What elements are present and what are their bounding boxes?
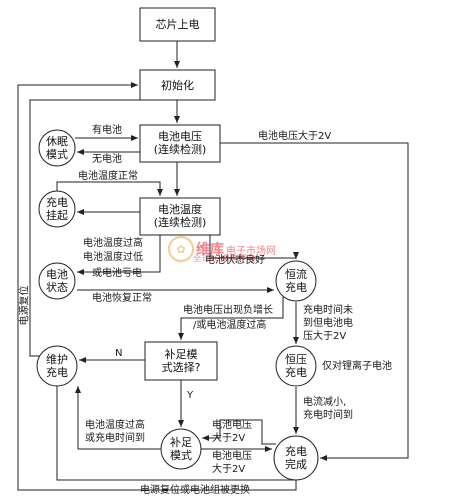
text-cc-charge: 恒流 充电 bbox=[285, 268, 307, 294]
edge-done-init bbox=[17, 82, 297, 491]
watermark: ✿ 维库 电子市场网 bbox=[168, 236, 276, 262]
text-topoff-mode: 补足 模式 bbox=[170, 436, 192, 462]
text-power-on: 芯片上电 bbox=[155, 18, 200, 31]
edge-voltage-done bbox=[220, 142, 409, 461]
watermark-sub: 全球IC采购平台 bbox=[193, 254, 257, 263]
label-battery-ok: 电池状态良好 bbox=[205, 255, 265, 266]
label-v-gt-2v-b-2: 大于2V bbox=[212, 464, 246, 475]
node-voltage-check bbox=[139, 124, 221, 163]
label-v-gt-2v-a-2: 大于2V bbox=[212, 433, 246, 444]
edge-cc-select bbox=[178, 297, 284, 340]
text-charge-done: 充电 完成 bbox=[285, 445, 307, 471]
text-init: 初始化 bbox=[161, 79, 194, 92]
label-n: N bbox=[115, 348, 123, 359]
label-has-battery: 有电池 bbox=[92, 125, 122, 136]
watermark-logo-icon: ✿ bbox=[168, 236, 194, 262]
label-reset-or-replace: 电源复位或电池组被更换 bbox=[140, 485, 250, 496]
edge-maint-init bbox=[29, 99, 150, 357]
text-sleep: 休眠 模式 bbox=[46, 135, 68, 161]
label-battery-recover: 电池恢复正常 bbox=[92, 293, 152, 304]
watermark-site: 电子市场网 bbox=[226, 245, 276, 257]
edge-temp-cc bbox=[209, 235, 299, 259]
label-time-not-reached-1: 充电时间未 bbox=[303, 305, 353, 316]
label-v-gt-2v-a-1: 电池电压 bbox=[212, 420, 252, 431]
text-maint-charge: 维护 充电 bbox=[46, 353, 68, 379]
label-time-not-reached-2: 到但电池电 bbox=[303, 318, 353, 329]
watermark-name: 维库 bbox=[196, 242, 224, 258]
label-temp-high: 电池温度过高 bbox=[83, 238, 143, 249]
node-cc-charge bbox=[275, 260, 317, 302]
edge-temp-state bbox=[77, 235, 161, 275]
label-temp-or-time-2: 或充电时间到 bbox=[85, 433, 145, 444]
label-only-li: 仅对锂离子电池 bbox=[322, 361, 392, 372]
node-power-on bbox=[139, 7, 216, 42]
edge-done-topoff-v bbox=[202, 419, 276, 445]
text-topoff-select: 补足模 式选择? bbox=[161, 348, 201, 374]
label-power-reset: 电源复位 bbox=[19, 285, 31, 326]
node-battery-state bbox=[38, 262, 76, 300]
label-time-not-reached-3: 压大于2V bbox=[303, 331, 347, 342]
label-temp-low: 电池温度过低 bbox=[83, 252, 143, 263]
node-init bbox=[139, 69, 216, 101]
text-battery-state: 电池 状态 bbox=[46, 268, 68, 294]
text-charge-suspend: 充电 挂起 bbox=[46, 196, 68, 222]
label-or-temp-high: /或电池温度过高 bbox=[193, 320, 267, 331]
label-no-battery: 无电池 bbox=[92, 154, 122, 165]
text-temp-check: 电池温度 (连续检测) bbox=[153, 203, 207, 229]
label-voltage-gt-2v-top: 电池电压大于2V bbox=[258, 131, 332, 142]
label-voltage-load-increase: 电池电压出现负增长 bbox=[183, 305, 273, 316]
label-current-reduce-2: 充电时间到 bbox=[303, 410, 353, 421]
edge-topoff-maint bbox=[75, 386, 161, 450]
label-v-gt-2v-b-1: 电池电压 bbox=[212, 451, 252, 462]
text-voltage-check: 电池电压 (连续检测) bbox=[153, 130, 207, 156]
label-temp-normal: 电池温度正常 bbox=[78, 171, 138, 182]
label-current-reduce-1: 电流减小, bbox=[303, 397, 347, 408]
label-temp-or-time-1: 电池温度过高 bbox=[85, 420, 145, 431]
node-temp-check bbox=[139, 197, 221, 236]
label-or-low-battery: 或电池亏电 bbox=[92, 268, 142, 279]
text-cv-charge: 恒压 充电 bbox=[285, 353, 307, 379]
label-y: Y bbox=[187, 390, 194, 401]
node-cv-charge bbox=[275, 345, 317, 387]
edge-suspend-temp bbox=[56, 181, 163, 196]
node-sleep bbox=[38, 129, 76, 167]
